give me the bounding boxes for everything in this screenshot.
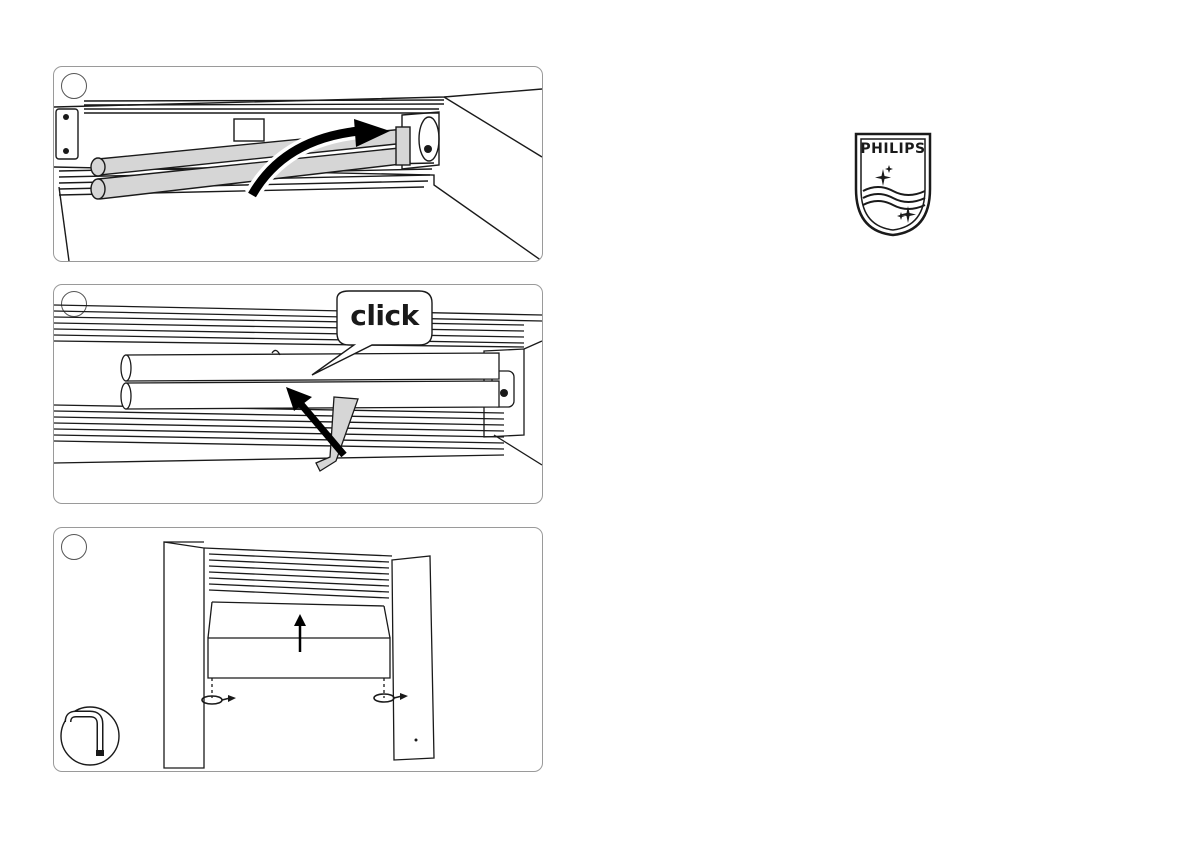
step-2-illustration [54,285,542,503]
philips-shield-logo: PHILIPS [853,131,933,237]
step-2-panel: click [53,284,543,504]
step-1-illustration [54,67,542,261]
brand-wordmark: PHILIPS [853,141,933,157]
click-callout-text: click [337,299,432,332]
step-3-panel [53,527,543,772]
step-1-panel [53,66,543,262]
straight-arrow-icon [294,614,306,652]
allen-key-icon [61,707,119,765]
step-3-illustration [54,528,542,771]
